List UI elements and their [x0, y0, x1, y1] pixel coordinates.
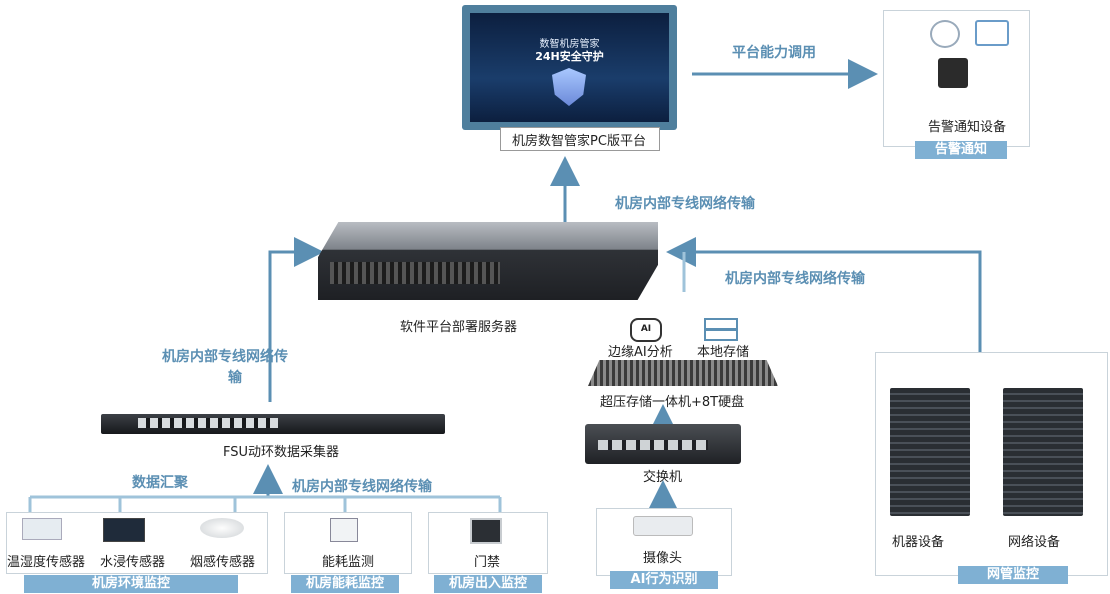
netmgmt-item-machine: 机器设备 [892, 535, 945, 550]
energy-tag: 机房能耗监控 [291, 575, 399, 593]
alarm-tag: 告警通知 [915, 141, 1007, 159]
arrow-from-netmgmt [666, 237, 982, 352]
machine-rack-icon [890, 388, 970, 516]
monitor-screen: 数智机房管家 24H安全守护 [470, 13, 669, 122]
switch-label: 交换机 [643, 470, 683, 485]
camera-icon [633, 516, 693, 536]
local-storage-label: 本地存储 [697, 345, 750, 360]
storage-box-label: 超压存储一体机+8T硬盘 [600, 395, 745, 410]
netmgmt-tag: 网管监控 [958, 566, 1068, 584]
transfer-label-bottom: 机房内部专线网络传输 [292, 479, 432, 495]
platform-call-label: 平台能力调用 [732, 45, 816, 61]
storage-box-icon [588, 360, 778, 386]
network-rack-icon [1003, 388, 1083, 516]
netmgmt-item-network: 网络设备 [1008, 535, 1061, 550]
left-transfer-line2: 输 [228, 370, 242, 386]
smoke-sensor-icon [200, 518, 244, 538]
access-item: 门禁 [474, 555, 501, 570]
screen-title-2: 24H安全守护 [535, 50, 604, 63]
fsu-ports [138, 418, 278, 428]
door-access-icon [470, 518, 502, 544]
alarm-device-label: 告警通知设备 [928, 120, 1007, 135]
left-transfer-line1: 机房内部专线网络传 [162, 349, 288, 365]
screen-title-1: 数智机房管家 [539, 39, 600, 50]
env-tag: 机房环境监控 [24, 575, 238, 593]
mobile-icon [975, 20, 1009, 46]
access-tag: 机房出入监控 [434, 575, 542, 593]
platform-label: 机房数智管家PC版平台 [512, 134, 646, 149]
platform-label-box [500, 127, 660, 151]
pc-platform-monitor: 数智机房管家 24H安全守护 [462, 5, 677, 130]
arrow-from-fsu [268, 237, 324, 402]
camera-label: 摄像头 [643, 551, 683, 566]
server-drive-bays [330, 262, 500, 284]
camera-tag: AI行为识别 [610, 571, 718, 589]
server-label: 软件平台部署服务器 [400, 320, 518, 335]
shield-icon [552, 68, 586, 106]
fsu-label: FSU动环数据采集器 [223, 445, 340, 460]
env-item-temp: 温湿度传感器 [7, 555, 86, 570]
env-item-smoke: 烟感传感器 [190, 555, 256, 570]
env-item-water: 水浸传感器 [100, 555, 166, 570]
transfer-label-top: 机房内部专线网络传输 [615, 196, 755, 212]
energy-meter-icon [330, 518, 358, 542]
ai-label: 边缘AI分析 [608, 345, 673, 360]
storage-icon-lower [704, 329, 738, 341]
alarm-device-icon [938, 58, 968, 88]
ai-icon: AI [630, 318, 662, 342]
energy-item: 能耗监测 [322, 555, 375, 570]
aggregate-label: 数据汇聚 [132, 475, 188, 491]
temp-sensor-icon [22, 518, 62, 540]
switch-ports [598, 440, 708, 450]
transfer-label-right: 机房内部专线网络传输 [725, 271, 865, 287]
phone-icon [930, 20, 960, 48]
server-icon [318, 222, 658, 300]
water-sensor-icon [103, 518, 145, 542]
